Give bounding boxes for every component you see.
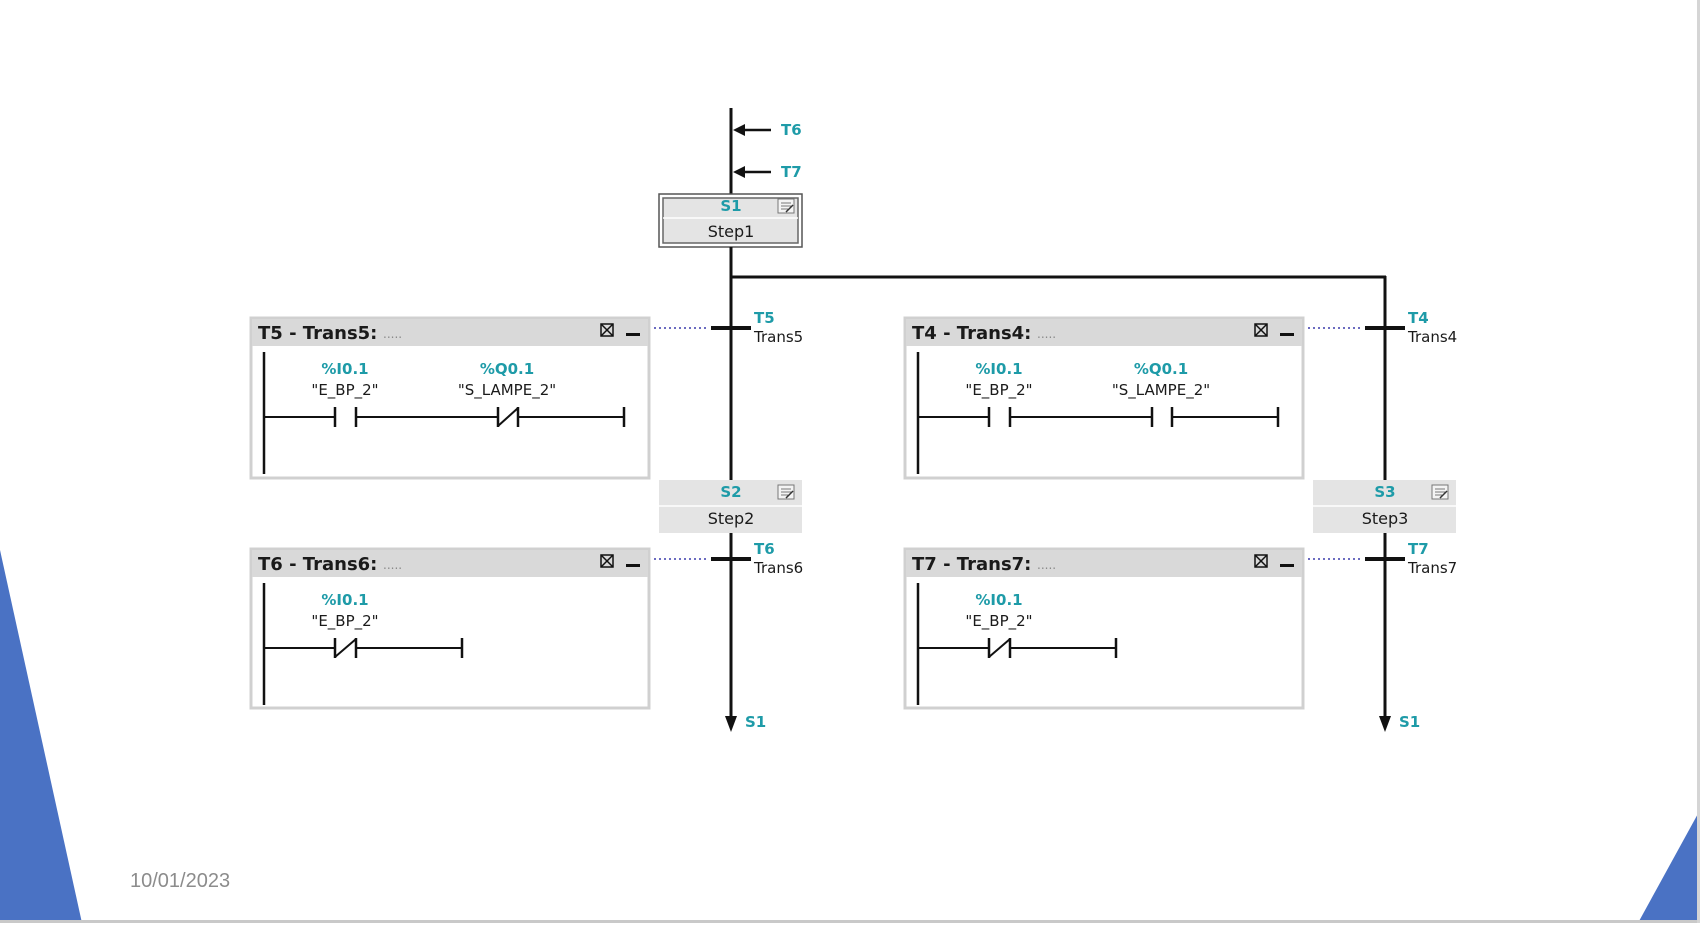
slide-accent-right — [1638, 810, 1700, 923]
t6-contact1-address: %I0.1 — [321, 591, 368, 609]
slide-date: 10/01/2023 — [130, 870, 230, 892]
jump-out-left[interactable]: S1 — [725, 713, 766, 732]
slide-right-edge — [1697, 0, 1700, 923]
transition-t7[interactable]: T7 Trans7 — [1308, 540, 1457, 577]
jump-in-t7[interactable]: T7 — [733, 163, 802, 181]
jump-out-right-label: S1 — [1399, 713, 1420, 731]
t4-contact2-address: %Q0.1 — [1134, 360, 1188, 378]
transition-t6-id: T6 — [754, 540, 775, 558]
condition-box-t7: T7 - Trans7: ..... %I0.1 "E_BP_2" — [903, 547, 1305, 710]
expand-icon[interactable] — [600, 323, 614, 337]
transition-t4[interactable]: T4 Trans4 — [1308, 309, 1457, 346]
expand-icon[interactable] — [600, 554, 614, 568]
t7-contact1-address: %I0.1 — [975, 591, 1022, 609]
condition-box-t5-title: T5 - Trans5: — [258, 323, 377, 344]
transition-t6-name: Trans6 — [753, 559, 803, 577]
contact-nc-slash — [497, 407, 519, 427]
transition-t4-name: Trans4 — [1407, 328, 1457, 346]
step-s3[interactable]: S3 Step3 — [1313, 480, 1456, 533]
transition-t6[interactable]: T6 Trans6 — [654, 540, 803, 577]
jump-in-t6[interactable]: T6 — [733, 121, 802, 139]
jump-in-t6-label: T6 — [781, 121, 802, 139]
step-s3-id: S3 — [1374, 483, 1395, 501]
condition-box-t6: T6 - Trans6: ..... %I0.1 "E_BP_2" — [249, 547, 651, 710]
contact-nc-slash — [988, 638, 1011, 658]
slide-accent-left — [0, 550, 82, 923]
t4-contact2-symbol: "S_LAMPE_2" — [1112, 381, 1210, 400]
transition-t5-name: Trans5 — [753, 328, 803, 346]
jump-out-right[interactable]: S1 — [1379, 713, 1420, 732]
transition-t4-id: T4 — [1408, 309, 1429, 327]
step-s3-action-icon[interactable] — [1431, 484, 1449, 500]
expand-icon[interactable] — [1254, 323, 1268, 337]
step-s2-name: Step2 — [708, 509, 755, 528]
jump-in-t7-label: T7 — [781, 163, 802, 181]
step-s3-name: Step3 — [1362, 509, 1409, 528]
t4-contact1-address: %I0.1 — [975, 360, 1022, 378]
arrow-down-icon — [725, 716, 737, 732]
minimize-icon[interactable] — [626, 564, 640, 567]
condition-box-t4-title: T4 - Trans4: — [912, 323, 1031, 344]
step-s2[interactable]: S2 Step2 — [659, 480, 802, 533]
minimize-icon[interactable] — [1280, 333, 1294, 336]
minimize-icon[interactable] — [626, 333, 640, 336]
expand-icon[interactable] — [1254, 554, 1268, 568]
minimize-icon[interactable] — [1280, 564, 1294, 567]
t5-contact1-address: %I0.1 — [321, 360, 368, 378]
arrow-down-icon — [1379, 716, 1391, 732]
condition-box-t5-comment: ..... — [383, 327, 402, 341]
condition-box-t7-title: T7 - Trans7: — [912, 554, 1031, 575]
condition-box-t5: T5 - Trans5: ..... %I0.1 "E_BP_2" %Q0.1 … — [249, 316, 651, 480]
transition-t5-id: T5 — [754, 309, 775, 327]
condition-box-t7-comment: ..... — [1037, 558, 1056, 572]
step-s2-action-icon[interactable] — [777, 484, 795, 500]
condition-box-t6-title: T6 - Trans6: — [258, 554, 377, 575]
condition-box-t4-comment: ..... — [1037, 327, 1056, 341]
t5-contact2-symbol: "S_LAMPE_2" — [458, 381, 556, 400]
jump-out-left-label: S1 — [745, 713, 766, 731]
transition-t7-id: T7 — [1408, 540, 1429, 558]
step-s1-id: S1 — [720, 197, 741, 215]
t6-contact1-symbol: "E_BP_2" — [311, 612, 378, 631]
step-s1-action-icon[interactable] — [777, 198, 795, 214]
transition-t7-name: Trans7 — [1407, 559, 1457, 577]
t7-contact1-symbol: "E_BP_2" — [965, 612, 1032, 631]
slide-bottom-edge — [0, 920, 1700, 923]
condition-box-t6-comment: ..... — [383, 558, 402, 572]
t5-contact2-address: %Q0.1 — [480, 360, 534, 378]
step-s1[interactable]: S1 Step1 — [658, 193, 803, 248]
step-s1-name: Step1 — [708, 222, 755, 241]
contact-nc-slash — [334, 638, 357, 658]
condition-box-t4: T4 - Trans4: ..... %I0.1 "E_BP_2" %Q0.1 … — [903, 316, 1305, 480]
transition-t5[interactable]: T5 Trans5 — [654, 309, 803, 346]
step-s2-id: S2 — [720, 483, 741, 501]
t4-contact1-symbol: "E_BP_2" — [965, 381, 1032, 400]
t5-contact1-symbol: "E_BP_2" — [311, 381, 378, 400]
